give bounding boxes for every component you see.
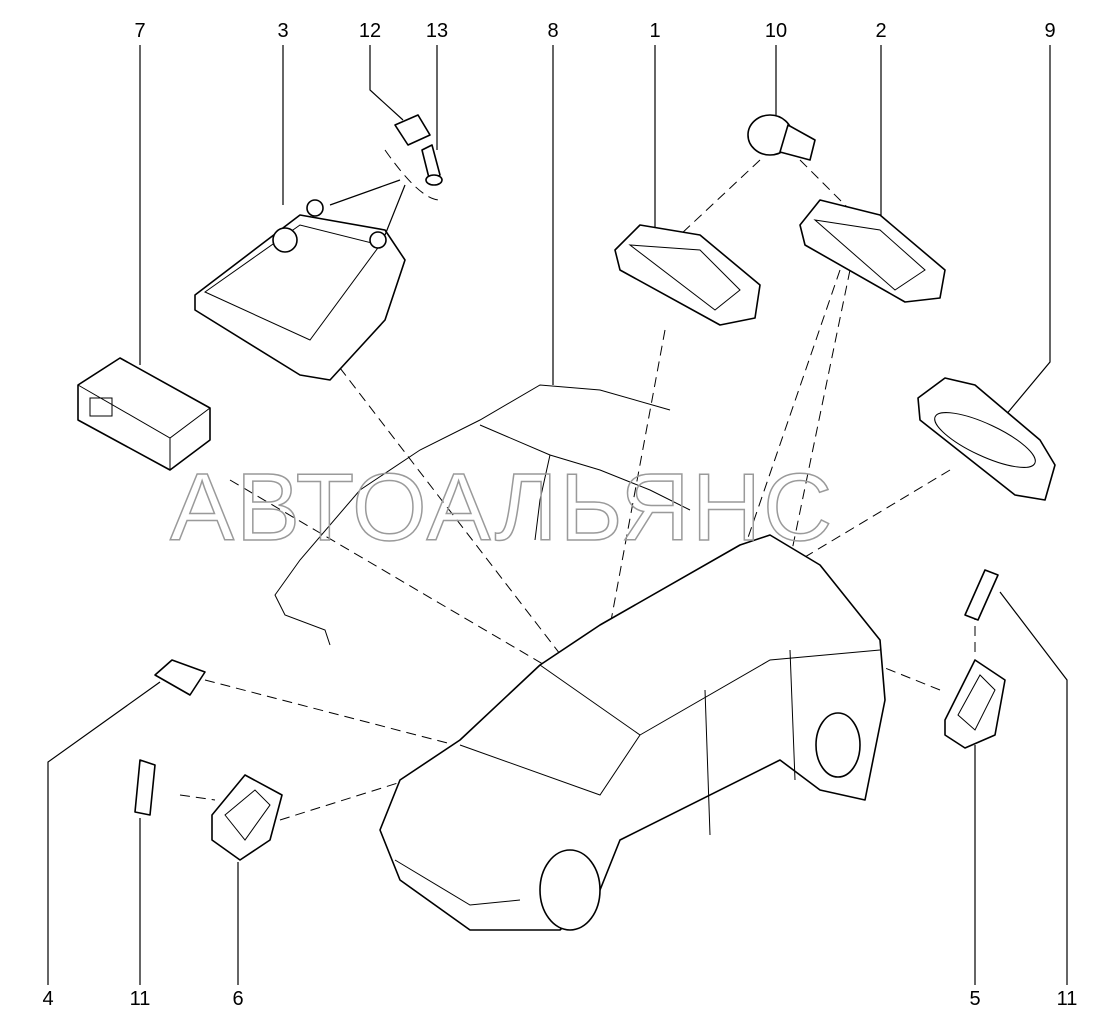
part-4-switch xyxy=(154,659,206,696)
part-12-clip xyxy=(394,114,431,146)
vehicle-outline xyxy=(379,534,886,931)
part-11-bulb-left xyxy=(134,759,156,816)
part-11-bulb-right xyxy=(964,569,999,621)
part-6-courtesy-lamp xyxy=(211,774,283,861)
part-9-trim xyxy=(917,377,1056,501)
part-10-bulb xyxy=(747,114,816,161)
callout-12: 12 xyxy=(358,20,382,42)
leader-lines xyxy=(47,45,1068,985)
callout-11-right: 11 xyxy=(1056,988,1078,1010)
callout-6: 6 xyxy=(232,988,244,1010)
callout-13: 13 xyxy=(425,20,449,42)
part-1-dome-lamp xyxy=(614,224,761,326)
callout-11-left: 11 xyxy=(129,988,151,1010)
callout-10: 10 xyxy=(764,20,788,42)
part-8-wiring-harness xyxy=(274,384,691,646)
callout-7: 7 xyxy=(134,20,146,42)
callout-5: 5 xyxy=(969,988,981,1010)
part-7-control-module xyxy=(77,357,211,471)
callout-9: 9 xyxy=(1044,20,1056,42)
watermark: АВТОАЛЬЯНС xyxy=(170,454,834,561)
callout-4: 4 xyxy=(42,988,54,1010)
part-3-roof-console xyxy=(194,179,406,381)
callout-1: 1 xyxy=(649,20,661,42)
callout-8: 8 xyxy=(547,20,559,42)
part-13-screw xyxy=(421,144,443,186)
part-2-dome-lamp xyxy=(799,199,946,303)
part-5-courtesy-lamp xyxy=(944,659,1006,749)
callout-3: 3 xyxy=(277,20,289,42)
callout-2: 2 xyxy=(875,20,887,42)
